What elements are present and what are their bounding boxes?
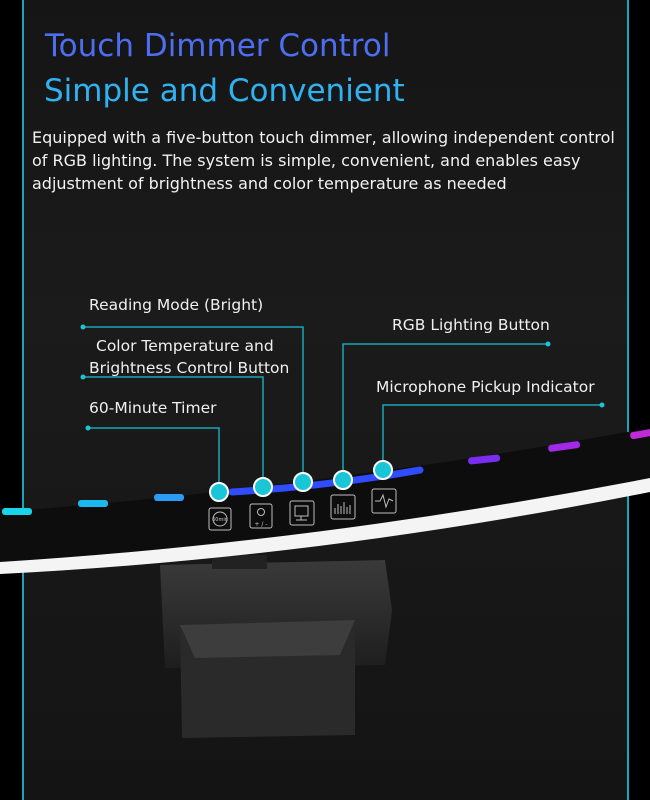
title-line-1: Touch Dimmer Control <box>45 28 391 64</box>
callout-microphone: Microphone Pickup Indicator <box>376 378 595 396</box>
brightness-button[interactable]: + / - <box>249 503 273 529</box>
callout-color-temp-line2: Brightness Control Button <box>89 359 290 377</box>
title-line-2: Simple and Convenient <box>44 73 405 109</box>
light-bar-glow <box>0 478 650 574</box>
callout-end-dots <box>80 324 605 431</box>
description: Equipped with a five-button touch dimmer… <box>32 128 615 193</box>
callout-timer: 60-Minute Timer <box>89 399 217 417</box>
callout-lines <box>83 326 602 492</box>
callout-reading-mode: Reading Mode (Bright) <box>89 296 264 314</box>
timer-button[interactable]: 60min <box>208 507 232 531</box>
timer-icon-text: 60min <box>212 517 228 523</box>
reading-mode-button[interactable] <box>289 500 315 526</box>
callout-color-temp-line1: Color Temperature and <box>96 337 274 355</box>
brightness-icon-text: + / - <box>254 521 267 528</box>
monitor-clip-mount <box>160 555 392 738</box>
callout-rgb: RGB Lighting Button <box>392 316 550 334</box>
button-markers <box>209 460 393 502</box>
light-bar-body <box>0 428 650 570</box>
microphone-indicator-button[interactable] <box>371 488 397 514</box>
rgb-button[interactable] <box>330 494 356 520</box>
rgb-leds <box>2 427 650 515</box>
